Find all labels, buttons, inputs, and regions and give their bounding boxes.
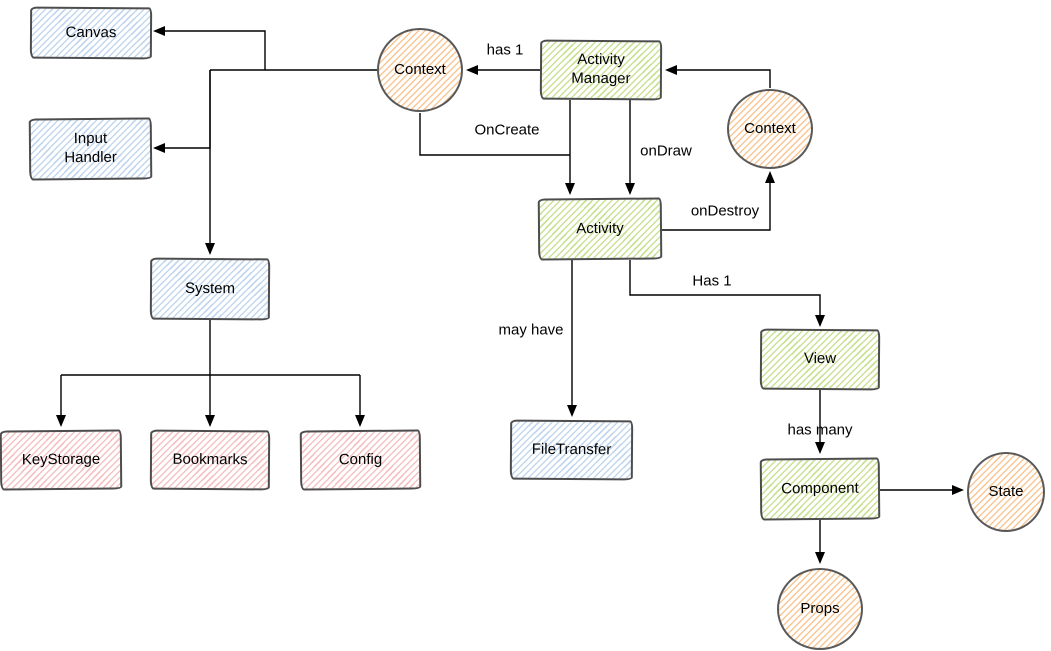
edge-label-has-many: has many bbox=[787, 421, 853, 439]
node-filetransfer-label: FileTransfer bbox=[531, 440, 612, 458]
node-context-right-label: Context bbox=[744, 119, 796, 137]
edge-label-has-1-view: Has 1 bbox=[692, 272, 732, 290]
node-activity-manager-label: Activity Manager bbox=[571, 51, 631, 88]
edge-has1-view bbox=[629, 260, 825, 327]
node-input-handler-label: Input Handler bbox=[64, 130, 117, 167]
edge-label-may-have: may have bbox=[498, 321, 564, 339]
node-props: Props bbox=[777, 568, 863, 650]
node-activity-label: Activity bbox=[576, 219, 624, 237]
node-system: System bbox=[149, 257, 271, 321]
node-keystorage-label: KeyStorage bbox=[21, 450, 101, 468]
node-view-label: View bbox=[803, 350, 837, 368]
node-canvas-label: Canvas bbox=[65, 23, 117, 41]
node-activity-manager: Activity Manager bbox=[539, 39, 663, 101]
node-component-label: Component bbox=[781, 479, 859, 497]
node-config: Config bbox=[299, 429, 422, 491]
edge-label-has-1: has 1 bbox=[486, 41, 524, 59]
node-component: Component bbox=[759, 457, 881, 521]
node-keystorage: KeyStorage bbox=[0, 429, 123, 491]
node-state-label: State bbox=[988, 482, 1024, 500]
node-context-left-label: Context bbox=[394, 60, 446, 78]
node-state: State bbox=[967, 452, 1045, 532]
node-context-left: Context bbox=[377, 28, 463, 112]
node-system-label: System bbox=[184, 279, 236, 297]
edge-to-canvas bbox=[153, 26, 266, 70]
node-bookmarks: Bookmarks bbox=[149, 429, 271, 491]
edge-label-ondestroy: onDestroy bbox=[690, 202, 760, 220]
node-context-right: Context bbox=[727, 89, 813, 169]
node-filetransfer: FileTransfer bbox=[509, 419, 634, 481]
node-config-label: Config bbox=[338, 450, 383, 468]
node-view: View bbox=[759, 328, 881, 391]
node-bookmarks-label: Bookmarks bbox=[172, 450, 248, 468]
edge-oncreate bbox=[419, 113, 570, 156]
node-input-handler: Input Handler bbox=[28, 117, 153, 181]
node-canvas: Canvas bbox=[29, 6, 153, 60]
edge-ondestroy bbox=[662, 171, 775, 231]
node-activity: Activity bbox=[537, 197, 663, 261]
edge-label-oncreate: OnCreate bbox=[474, 121, 540, 139]
edge-label-ondraw: onDraw bbox=[640, 142, 692, 160]
edge-contextright-to-am bbox=[665, 65, 771, 88]
node-props-label: Props bbox=[800, 599, 840, 617]
edge-to-input-handler bbox=[153, 70, 211, 153]
